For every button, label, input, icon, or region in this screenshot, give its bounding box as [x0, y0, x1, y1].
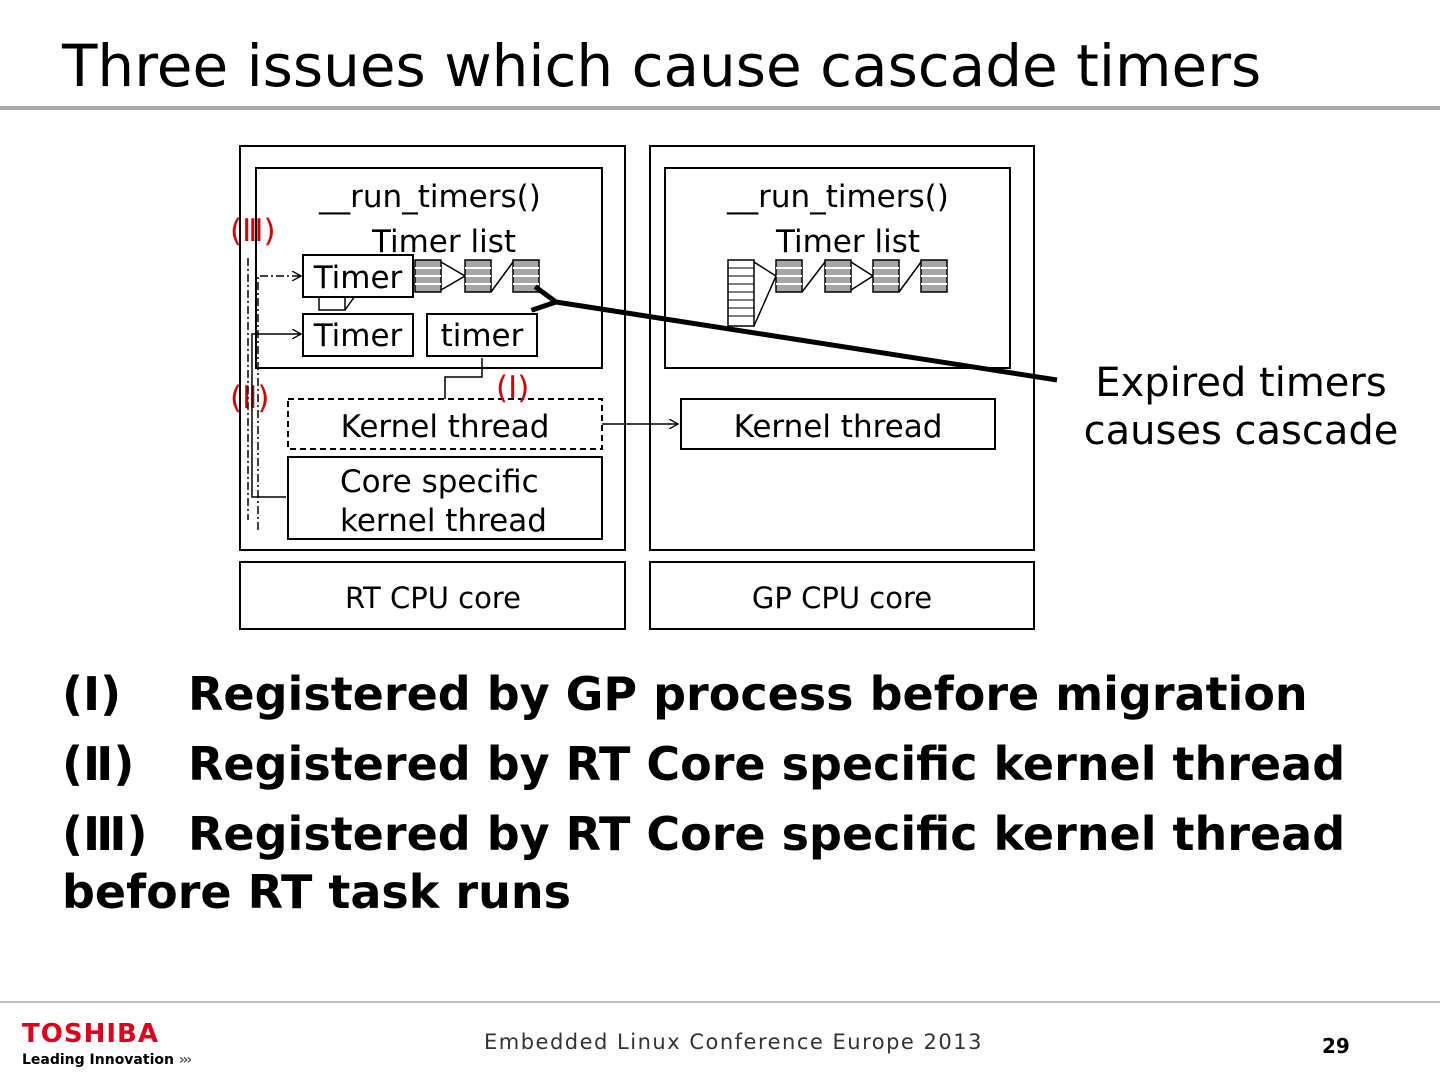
marker-iii: (Ⅲ)	[230, 213, 276, 249]
toshiba-logo: TOSHIBA Leading Innovation ›››	[22, 1019, 192, 1070]
gp-run-timers-label: __run_timers()	[726, 179, 949, 215]
slide-title: Three issues which cause cascade timers	[62, 32, 1262, 100]
gp-cpu-core-box	[649, 561, 1035, 630]
footer-divider	[0, 1001, 1440, 1003]
issue-3-number: (Ⅲ)	[62, 807, 148, 861]
cascade-arrow	[556, 302, 1058, 383]
rt-kernel-thread-label: Kernel thread	[341, 409, 550, 445]
rt-timer-box-2	[302, 313, 414, 357]
issue-3-text: Registered by RT Core specific kernel th…	[188, 807, 1346, 861]
rt-run-timers-label: __run_timers()	[318, 179, 541, 215]
gp-kernel-thread-label: Kernel thread	[734, 409, 943, 445]
gp-timer-list-label: Timer list	[775, 224, 920, 260]
timer-diagram: __run_timers() Timer list Timer Timer ti	[230, 145, 1399, 630]
gp-core-panel: __run_timers() Timer list	[649, 145, 1035, 630]
rt-timer-box-1	[302, 254, 414, 298]
conference-name: Embedded Linux Conference Europe 2013	[484, 1030, 983, 1054]
rt-timer-label-1: Timer	[313, 260, 403, 296]
rt-timer-label-3: timer	[441, 318, 524, 354]
issue-2-number: (Ⅱ)	[62, 737, 135, 791]
rt-timer-list-cells	[318, 259, 540, 311]
gp-cpu-core-label: GP CPU core	[752, 581, 932, 615]
rt-timer-label-2: Timer	[313, 318, 403, 354]
issue-3: (Ⅲ) Registered by RT Core specific kerne…	[62, 805, 1345, 863]
issue-1: (Ⅰ) Registered by GP process before migr…	[62, 665, 1345, 723]
rt-core-specific-line2: kernel thread	[340, 503, 547, 539]
gp-run-timers-box	[664, 167, 1011, 369]
rt-run-timers-box	[255, 167, 603, 369]
issue-1-text: Registered by GP process before migratio…	[188, 667, 1308, 721]
callout-line2: causes cascade	[1084, 408, 1399, 454]
issue-1-number: (Ⅰ)	[62, 667, 122, 721]
rt-cpu-core-box	[239, 561, 626, 630]
gp-timer-list-cells	[727, 259, 948, 327]
issue-3-continuation: before RT task runs	[62, 865, 571, 919]
issue-2-text: Registered by RT Core specific kernel th…	[188, 737, 1346, 791]
connector-iii	[257, 276, 301, 530]
brand-tagline: Leading Innovation ›››	[22, 1050, 192, 1070]
marker-i: (Ⅰ)	[496, 370, 529, 406]
marker-ii: (Ⅱ)	[230, 380, 269, 416]
rt-core-specific-box	[287, 456, 603, 540]
rt-kernel-thread-box	[287, 398, 603, 450]
title-divider	[0, 106, 1440, 110]
rt-core-specific-line1: Core specific	[340, 464, 539, 500]
rt-cpu-core-label: RT CPU core	[345, 581, 521, 615]
gp-panel-frame	[649, 145, 1035, 551]
gp-kernel-thread-box	[680, 398, 996, 450]
tagline-text: Leading Innovation	[22, 1052, 174, 1068]
connector-i	[444, 358, 483, 399]
issue-2: (Ⅱ) Registered by RT Core specific kerne…	[62, 735, 1345, 793]
callout-line1: Expired timers	[1095, 360, 1386, 406]
brand-name: TOSHIBA	[22, 1019, 159, 1049]
rt-timer-box-3	[426, 313, 538, 357]
tagline-arrows-icon: ›››	[178, 1052, 192, 1068]
rt-core-panel: __run_timers() Timer list Timer Timer ti	[230, 145, 626, 630]
issues-list: (Ⅰ) Registered by GP process before migr…	[62, 665, 1345, 933]
rt-panel-frame	[239, 145, 626, 551]
connector-ii	[251, 334, 301, 498]
page-number: 29	[1322, 1034, 1350, 1058]
